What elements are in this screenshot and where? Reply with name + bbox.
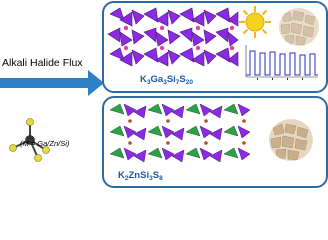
bottom-panel: K2ZnSi3S8 bbox=[102, 96, 328, 188]
formula-part: K bbox=[118, 170, 125, 181]
top-compound-formula: K3Ga3Si7S20 bbox=[140, 74, 193, 86]
formula-part: Si bbox=[166, 74, 176, 85]
formula-part: Si bbox=[140, 170, 150, 181]
photocurrent-plot-icon bbox=[245, 45, 318, 80]
formula-subscript: 3 bbox=[149, 175, 153, 182]
formula-subscript: 3 bbox=[146, 79, 151, 86]
formula-note: (M = Ga/Zn/Si) bbox=[20, 139, 70, 148]
top-panel: K3Ga3Si7S20 bbox=[102, 1, 328, 93]
tetrahedron-icon bbox=[9, 118, 50, 162]
crystal-photo-icon bbox=[279, 8, 319, 46]
formula-part: Zn bbox=[128, 170, 141, 181]
formula-subscript: 2 bbox=[124, 175, 129, 182]
arrow-icon bbox=[0, 70, 104, 96]
formula-part: S bbox=[179, 74, 186, 85]
bottom-compound-formula: K2ZnSi3S8 bbox=[118, 170, 163, 182]
k2znsi3s8-structure bbox=[109, 103, 251, 163]
k3ga3si7s20-structure bbox=[107, 7, 239, 67]
formula-part: S bbox=[152, 170, 160, 181]
formula-subscript: 7 bbox=[175, 79, 180, 86]
crystal-photo-icon bbox=[269, 119, 313, 161]
flux-label: Alkali Halide Flux bbox=[2, 57, 83, 69]
sun-icon bbox=[239, 6, 271, 38]
formula-subscript: 3 bbox=[163, 79, 167, 86]
formula-subscript: 20 bbox=[185, 79, 193, 86]
formula-part: K bbox=[140, 74, 147, 85]
formula-subscript: 8 bbox=[159, 175, 163, 182]
formula-part: Ga bbox=[150, 74, 164, 85]
